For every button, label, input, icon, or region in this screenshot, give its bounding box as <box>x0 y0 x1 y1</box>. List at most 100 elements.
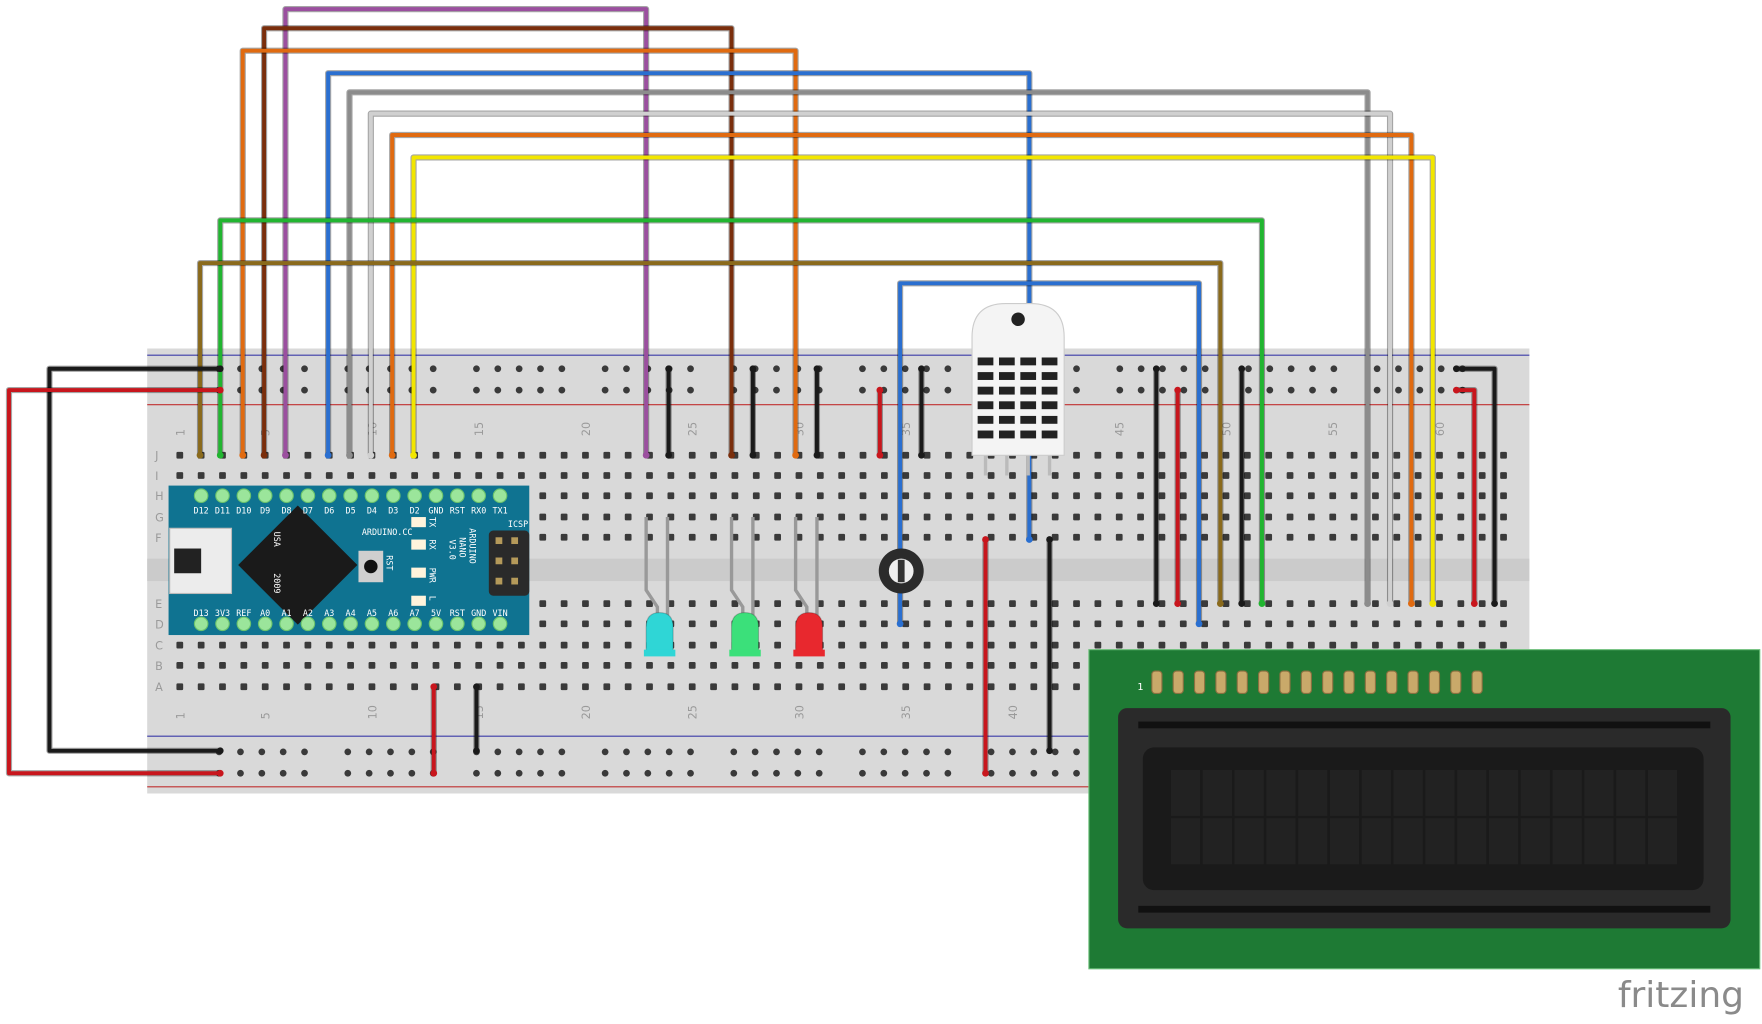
breadboard-hole[interactable] <box>838 662 846 669</box>
breadboard-hole[interactable] <box>1222 492 1230 500</box>
breadboard-hole[interactable] <box>710 513 717 521</box>
breadboard-hole[interactable] <box>432 451 440 459</box>
rail-hole[interactable] <box>1266 386 1274 394</box>
breadboard-hole[interactable] <box>475 472 483 479</box>
breadboard-hole[interactable] <box>197 472 205 479</box>
breadboard-hole[interactable] <box>1201 513 1209 521</box>
breadboard-hole[interactable] <box>389 641 397 649</box>
breadboard-hole[interactable] <box>219 683 226 691</box>
breadboard-hole[interactable] <box>389 662 397 669</box>
breadboard-hole[interactable] <box>1372 641 1379 649</box>
breadboard-hole[interactable] <box>582 662 589 669</box>
rail-hole[interactable] <box>1180 365 1188 373</box>
breadboard-hole[interactable] <box>838 600 846 607</box>
breadboard-hole[interactable] <box>539 472 547 479</box>
breadboard-hole[interactable] <box>945 600 952 607</box>
breadboard-hole[interactable] <box>966 472 974 479</box>
rail-hole[interactable] <box>515 365 523 373</box>
breadboard-hole[interactable] <box>838 683 846 691</box>
breadboard-hole[interactable] <box>945 683 952 691</box>
breadboard-hole[interactable] <box>1030 683 1038 691</box>
breadboard-hole[interactable] <box>1201 472 1209 479</box>
rail-hole[interactable] <box>1073 748 1080 756</box>
breadboard-hole[interactable] <box>1414 451 1422 459</box>
breadboard-hole[interactable] <box>881 492 888 500</box>
wire[interactable] <box>198 261 1223 604</box>
breadboard-hole[interactable] <box>710 620 717 628</box>
breadboard-hole[interactable] <box>1372 472 1379 479</box>
breadboard-hole[interactable] <box>1222 472 1230 479</box>
rail-hole[interactable] <box>494 748 502 756</box>
breadboard-hole[interactable] <box>966 662 974 669</box>
breadboard-hole[interactable] <box>624 662 632 669</box>
breadboard-hole[interactable] <box>1094 472 1102 479</box>
breadboard-hole[interactable] <box>838 533 846 541</box>
breadboard-hole[interactable] <box>1115 492 1123 500</box>
rail-hole[interactable] <box>1330 386 1338 394</box>
breadboard-hole[interactable] <box>881 683 888 691</box>
breadboard-hole[interactable] <box>518 641 525 649</box>
breadboard-hole[interactable] <box>710 451 717 459</box>
breadboard-hole[interactable] <box>539 620 547 628</box>
breadboard-hole[interactable] <box>731 662 739 669</box>
rail-hole[interactable] <box>408 769 416 777</box>
rail-hole[interactable] <box>773 748 780 756</box>
breadboard-hole[interactable] <box>1073 533 1080 541</box>
rail-hole[interactable] <box>773 365 780 373</box>
breadboard-hole[interactable] <box>1073 683 1080 691</box>
breadboard-hole[interactable] <box>731 600 739 607</box>
wire-end[interactable] <box>813 451 821 459</box>
breadboard-hole[interactable] <box>582 620 589 628</box>
rail-hole[interactable] <box>687 386 694 394</box>
breadboard-hole[interactable] <box>560 472 568 479</box>
breadboard-hole[interactable] <box>859 492 867 500</box>
wire-end[interactable] <box>982 536 989 543</box>
wire-end[interactable] <box>792 451 799 459</box>
breadboard-hole[interactable] <box>902 492 910 500</box>
wire-end[interactable] <box>876 386 884 394</box>
breadboard-hole[interactable] <box>411 472 419 479</box>
breadboard-hole[interactable] <box>539 662 547 669</box>
breadboard-hole[interactable] <box>496 641 504 649</box>
breadboard-hole[interactable] <box>923 492 931 500</box>
breadboard-hole[interactable] <box>325 662 333 669</box>
rail-hole[interactable] <box>944 748 952 756</box>
breadboard-hole[interactable] <box>283 641 290 649</box>
breadboard-hole[interactable] <box>945 641 952 649</box>
breadboard-hole[interactable] <box>646 472 653 479</box>
breadboard-hole[interactable] <box>945 620 952 628</box>
breadboard-hole[interactable] <box>1051 492 1059 500</box>
breadboard-hole[interactable] <box>432 472 440 479</box>
breadboard-hole[interactable] <box>1094 600 1102 607</box>
breadboard-hole[interactable] <box>560 533 568 541</box>
wire-end[interactable] <box>749 451 757 459</box>
breadboard-hole[interactable] <box>1286 600 1294 607</box>
breadboard-hole[interactable] <box>1158 472 1166 479</box>
breadboard-hole[interactable] <box>1265 451 1273 459</box>
breadboard-hole[interactable] <box>240 472 248 479</box>
breadboard-hole[interactable] <box>667 662 675 669</box>
rail-hole[interactable] <box>601 769 609 777</box>
wire-end[interactable] <box>367 451 375 459</box>
lcd-header-pin[interactable] <box>1343 670 1355 695</box>
rail-hole[interactable] <box>601 365 609 373</box>
breadboard-hole[interactable] <box>1350 492 1358 500</box>
breadboard-hole[interactable] <box>1222 451 1230 459</box>
nano-pin[interactable] <box>407 488 422 504</box>
rail-hole[interactable] <box>987 769 995 777</box>
breadboard-hole[interactable] <box>774 513 781 521</box>
rail-hole[interactable] <box>1416 365 1424 373</box>
breadboard-hole[interactable] <box>1009 641 1016 649</box>
breadboard-hole[interactable] <box>816 472 824 479</box>
nano-pin[interactable] <box>257 616 273 632</box>
breadboard-hole[interactable] <box>1222 620 1230 628</box>
nano-pin[interactable] <box>279 616 294 632</box>
breadboard-hole[interactable] <box>1051 662 1059 669</box>
breadboard-hole[interactable] <box>859 620 867 628</box>
breadboard-hole[interactable] <box>902 600 910 607</box>
breadboard-hole[interactable] <box>688 662 696 669</box>
wire-end[interactable] <box>1452 386 1460 394</box>
breadboard-hole[interactable] <box>411 641 419 649</box>
breadboard-hole[interactable] <box>304 662 312 669</box>
